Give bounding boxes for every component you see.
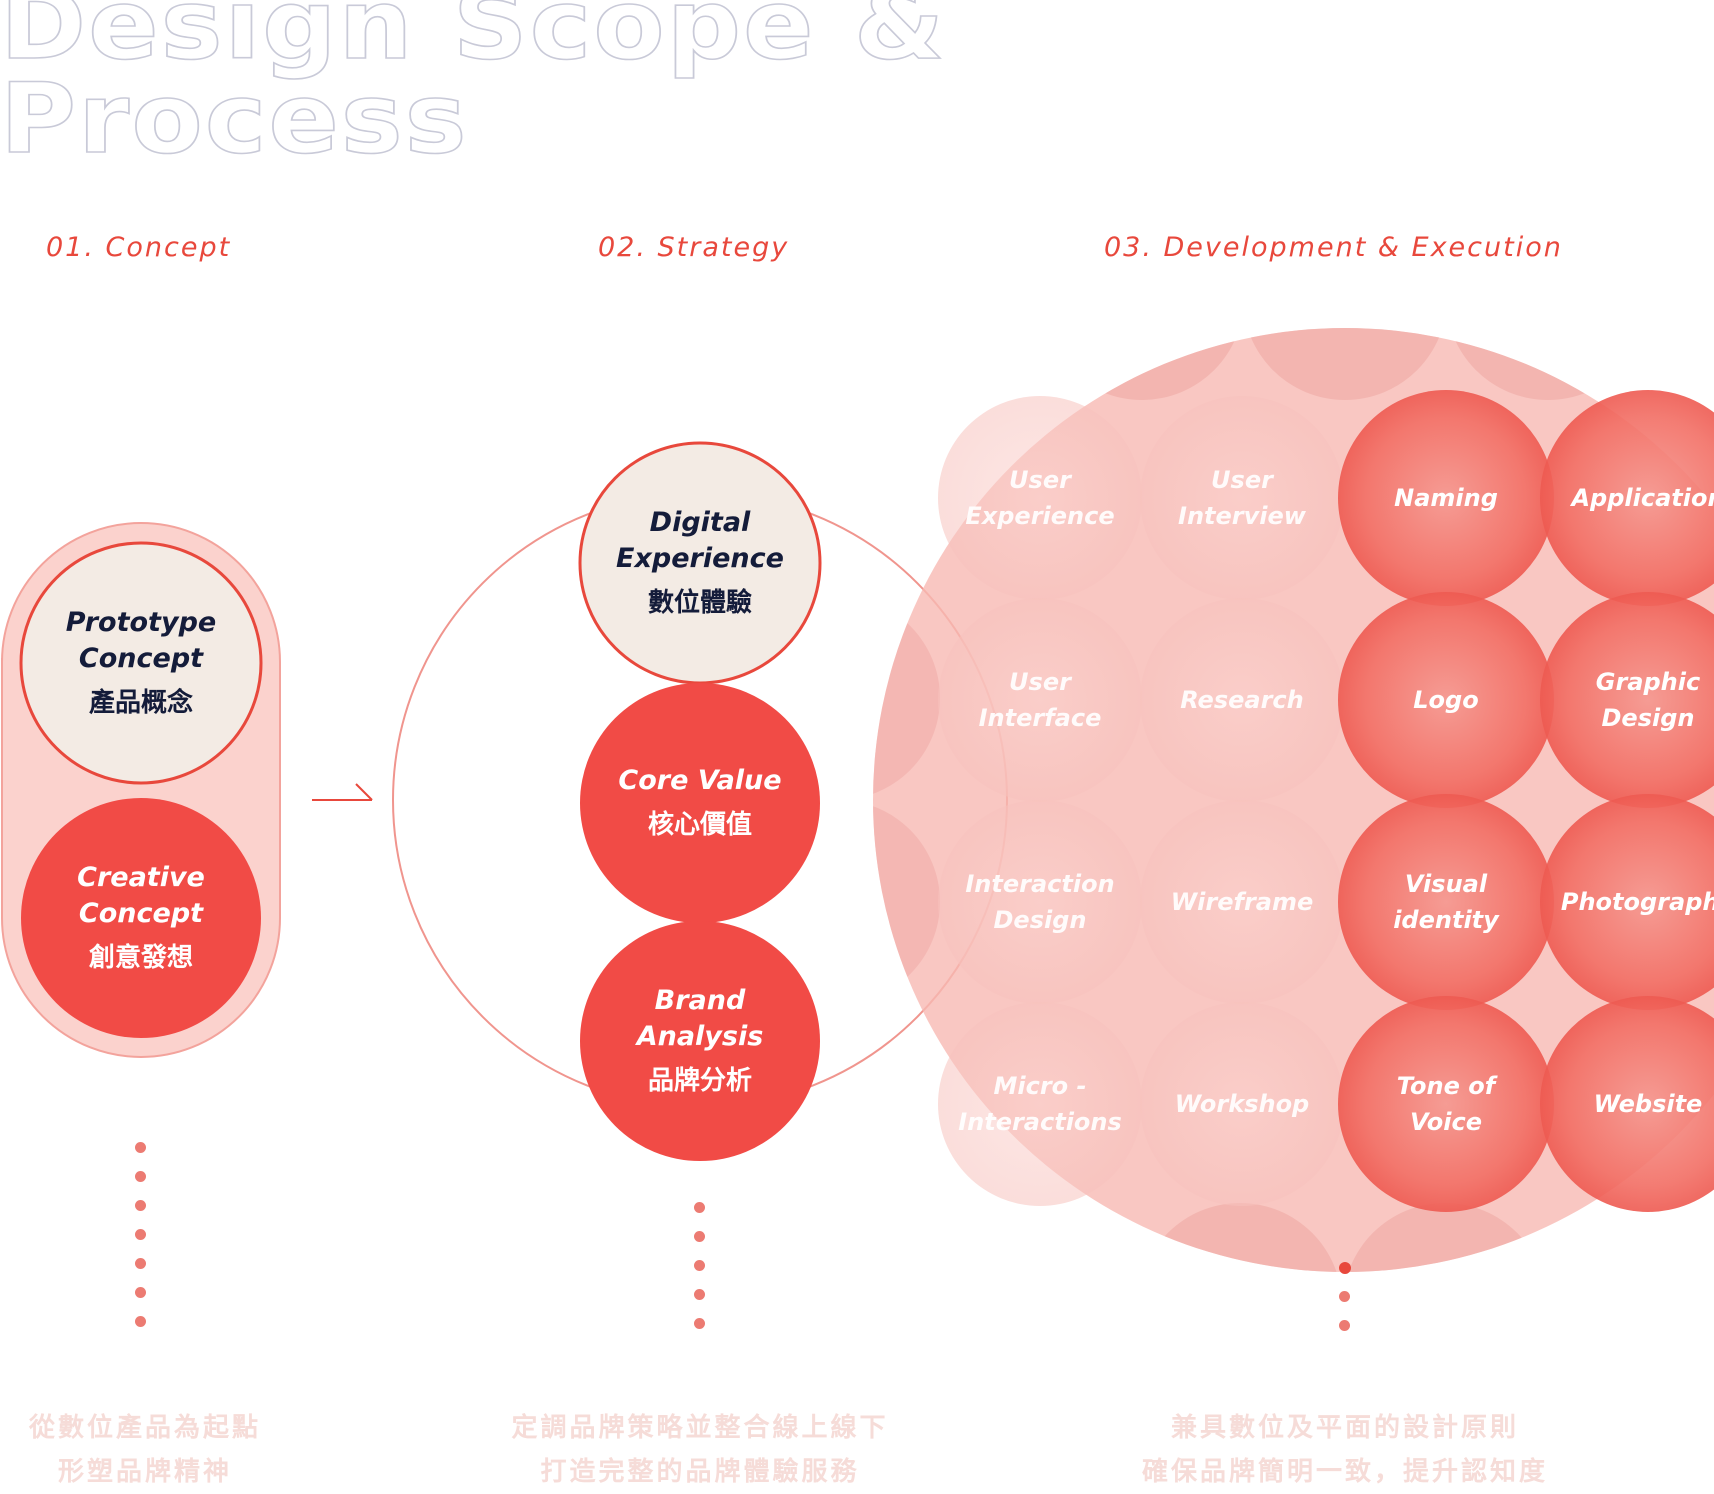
label-en-line-2: Concept <box>78 898 204 929</box>
label-zh: 產品概念 <box>88 688 193 718</box>
execution-description-line-2: 確保品牌簡明一致，提升認知度 <box>1141 1457 1548 1487</box>
concept-dotted-connector <box>135 1142 147 1345</box>
label-en-line-1: Creative <box>77 862 205 893</box>
concept-circle-prototype <box>19 541 263 785</box>
execution-dotted-connector <box>1339 1291 1351 1349</box>
node-website: Website <box>1593 1090 1703 1118</box>
label-en-line-1: Prototype <box>65 607 217 638</box>
strategy-description: 定調品牌策略並整合線上線下 打造完整的品牌體驗服務 <box>480 1406 920 1494</box>
concept-description: 從數位產品為起點 形塑品牌精神 <box>0 1406 290 1494</box>
label-en-line-1: Digital <box>649 507 751 538</box>
label-zh: 創意發想 <box>88 943 193 973</box>
node-tone-of-voice: Tone of Voice <box>1396 1072 1496 1136</box>
node-workshop: Workshop <box>1174 1090 1310 1118</box>
node-user-interface: User Interface <box>978 668 1102 732</box>
page-title-line-2: Process <box>0 63 469 175</box>
node-research: Research <box>1180 686 1304 714</box>
execution-description: 兼具數位及平面的設計原則 確保品牌簡明一致，提升認知度 <box>1110 1406 1580 1494</box>
concept-description-line-1: 從數位產品為起點 <box>28 1413 261 1443</box>
label-en-line-2: Analysis <box>636 1021 764 1052</box>
label-en-line-1: Core Value <box>618 765 782 796</box>
concept-circle-creative <box>21 798 261 1038</box>
node-logo: Logo <box>1413 686 1479 714</box>
label-zh: 核心價值 <box>647 810 752 840</box>
strategy-label-digital: Digital Experience 數位體驗 <box>580 443 820 683</box>
node-wireframe: Wireframe <box>1170 888 1314 916</box>
node-application: Application <box>1571 484 1714 512</box>
node-user-interview: User Interview <box>1178 466 1306 530</box>
node-user-experience: User Experience <box>965 466 1115 530</box>
node-photography: Photography <box>1560 888 1714 916</box>
execution-description-line-1: 兼具數位及平面的設計原則 <box>1170 1413 1519 1443</box>
phase-heading-concept: 01. Concept <box>46 232 232 263</box>
concept-description-line-2: 形塑品牌精神 <box>57 1457 232 1487</box>
arrow-icon <box>312 783 373 801</box>
node-interaction-design: Interaction Design <box>965 870 1115 934</box>
strategy-description-line-2: 打造完整的品牌體驗服務 <box>540 1457 860 1487</box>
page-title-line-1: Design Scope & <box>0 0 947 81</box>
node-visual-identity: Visual identity <box>1393 870 1499 934</box>
label-en-line-1: Brand <box>654 985 746 1016</box>
pale-node-grid <box>938 396 1344 1206</box>
node-micro-interactions: Micro - Interactions <box>958 1072 1122 1136</box>
label-en-line-2: Concept <box>78 643 204 674</box>
strategy-description-line-1: 定調品牌策略並整合線上線下 <box>511 1413 889 1443</box>
node-naming: Naming <box>1394 484 1498 512</box>
strategy-circle-brand <box>580 921 820 1161</box>
label-zh: 品牌分析 <box>647 1066 752 1096</box>
label-zh: 數位體驗 <box>647 588 752 618</box>
label-en-line-2: Experience <box>616 543 784 574</box>
node-graphic-design: Graphic Design <box>1595 668 1701 732</box>
concept-label-prototype: Prototype Concept 產品概念 <box>21 543 261 783</box>
phase-heading-strategy: 02. Strategy <box>598 232 790 263</box>
strategy-circle-core <box>580 683 820 923</box>
strategy-label-brand: Brand Analysis 品牌分析 <box>580 921 820 1161</box>
concept-label-creative: Creative Concept 創意發想 <box>21 798 261 1038</box>
red-node-grid <box>1338 390 1714 1212</box>
page-title: Design Scope & Process <box>0 0 947 168</box>
strategy-dotted-connector <box>694 1202 706 1347</box>
phase-heading-execution: 03. Development & Execution <box>1104 232 1563 263</box>
strategy-label-core: Core Value 核心價值 <box>580 683 820 923</box>
